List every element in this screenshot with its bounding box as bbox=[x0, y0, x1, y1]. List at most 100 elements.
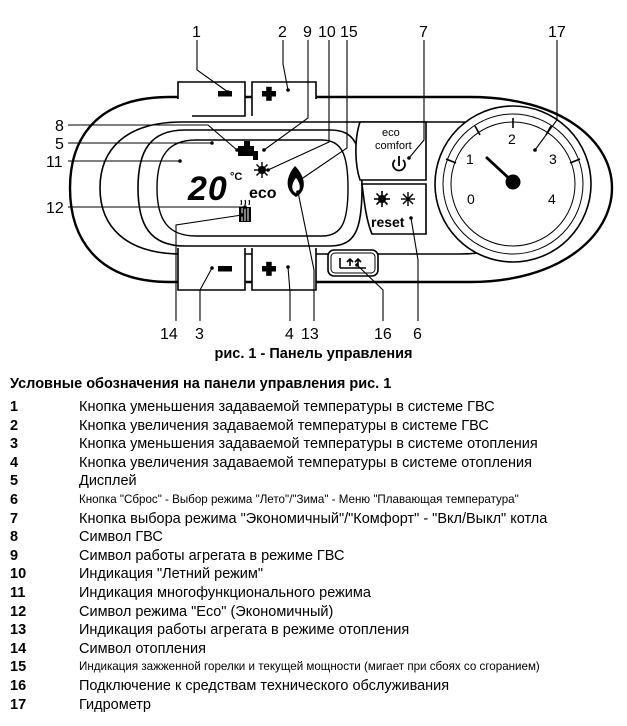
legend-text: Индикация многофункционального режима bbox=[79, 584, 371, 601]
callout-14: 14 bbox=[160, 326, 178, 343]
legend-number: 8 bbox=[10, 529, 19, 546]
legend-item: 14 Символ отопления bbox=[10, 640, 620, 659]
gauge-label-0: 0 bbox=[467, 191, 475, 207]
callout-6: 6 bbox=[413, 326, 422, 343]
legend-number: 2 bbox=[10, 417, 19, 434]
tap-icon bbox=[238, 141, 258, 160]
sun-icon bbox=[374, 191, 390, 207]
eco-comfort-button[interactable]: eco comfort bbox=[355, 121, 427, 181]
flame-icon bbox=[287, 166, 304, 197]
legend-item: 8 Символ ГВС bbox=[10, 528, 620, 547]
legend-item: 15 Индикация зажженной горелки и текущей … bbox=[10, 658, 620, 677]
minus-icon bbox=[218, 266, 232, 272]
dhw-minus-button[interactable] bbox=[177, 81, 246, 117]
callout-9: 9 bbox=[303, 24, 312, 41]
reset-button[interactable]: reset bbox=[361, 183, 427, 235]
legend-text: Символ ГВС bbox=[79, 529, 163, 546]
callout-7: 7 bbox=[419, 24, 428, 41]
legend-text: Кнопка выбора режима "Экономичный"/"Комф… bbox=[79, 510, 548, 527]
legend-item: 11 Индикация многофункционального режима bbox=[10, 584, 620, 603]
legend-text: Индикация зажженной горелки и текущей мо… bbox=[79, 660, 540, 674]
legend-text: Кнопка уменьшения задаваемой температуры… bbox=[79, 399, 495, 415]
legend-text: Гидрометр bbox=[79, 696, 151, 713]
legend-number: 15 bbox=[10, 659, 27, 676]
minus-icon bbox=[218, 91, 232, 97]
hydrometer: 0 1 2 3 4 bbox=[434, 105, 592, 263]
reset-label: reset bbox=[371, 214, 405, 230]
display-eco: eco bbox=[249, 185, 277, 202]
service-connector-icon bbox=[339, 257, 366, 269]
callout-13: 13 bbox=[301, 326, 319, 343]
gauge-label-2: 2 bbox=[508, 131, 516, 147]
legend-number: 17 bbox=[10, 696, 27, 713]
legend-title: Условные обозначения на панели управлени… bbox=[10, 376, 392, 392]
callout-1: 1 bbox=[192, 24, 201, 41]
power-icon bbox=[392, 156, 406, 172]
callout-3: 3 bbox=[195, 326, 204, 343]
legend-text: Дисплей bbox=[79, 473, 137, 490]
legend-number: 5 bbox=[10, 473, 19, 490]
display-screen bbox=[156, 139, 349, 237]
legend-number: 14 bbox=[10, 640, 27, 657]
heating-plus-button[interactable] bbox=[251, 248, 317, 291]
control-panel-figure: eco comfort reset bbox=[46, 24, 614, 343]
legend-item: 13 Индикация работы агрегата в режиме ото… bbox=[10, 621, 620, 640]
dhw-plus-button[interactable] bbox=[251, 81, 317, 116]
legend-text: Индикация работы агрегата в режиме отопл… bbox=[79, 622, 410, 639]
legend-text: Индикация "Летний режим" bbox=[79, 566, 264, 583]
display-unit: °C bbox=[230, 171, 242, 183]
legend-item: 10 Индикация "Летний режим" bbox=[10, 565, 620, 584]
legend-number: 1 bbox=[10, 399, 19, 415]
comfort-button-label: comfort bbox=[375, 140, 412, 152]
legend-item: 5 Дисплей bbox=[10, 472, 620, 491]
callout-11: 11 bbox=[46, 154, 63, 171]
legend-item: 16 Подключение к средствам технического о… bbox=[10, 677, 620, 696]
legend-number: 16 bbox=[10, 677, 27, 694]
callout-2: 2 bbox=[278, 24, 287, 41]
legend-item: 2 Кнопка увеличения задаваемой температур… bbox=[10, 417, 620, 436]
legend-text: Кнопка увеличения задаваемой температуры… bbox=[79, 454, 532, 471]
eco-button-label: eco bbox=[382, 127, 400, 139]
legend-number: 7 bbox=[10, 510, 19, 527]
display-temperature: 20 bbox=[187, 170, 228, 208]
legend-text: Кнопка уменьшения задаваемой температуры… bbox=[79, 436, 538, 453]
legend-number: 13 bbox=[10, 622, 27, 639]
legend-item: 1 Кнопка уменьшения задаваемой температур… bbox=[10, 398, 620, 417]
callout-16: 16 bbox=[374, 326, 392, 343]
legend-item: 7 Кнопка выбора режима "Экономичный"/"Ком… bbox=[10, 510, 620, 529]
legend-number: 4 bbox=[10, 454, 19, 471]
legend-item: 9 Символ работы агрегата в режиме ГВС bbox=[10, 547, 620, 566]
legend-text: Символ работы агрегата в режиме ГВС bbox=[79, 547, 345, 564]
callout-15: 15 bbox=[340, 24, 358, 41]
legend-text: Символ режима "Eco" (Экономичный) bbox=[79, 603, 334, 620]
callout-17: 17 bbox=[548, 24, 566, 41]
figure-caption: рис. 1 - Панель управления bbox=[214, 346, 413, 362]
gauge-label-4: 4 bbox=[548, 191, 556, 207]
legend-item: 6 Кнопка "Сброс" - Выбор режима "Лето"/"З… bbox=[10, 491, 620, 510]
leader-dots bbox=[178, 88, 537, 270]
service-connector[interactable] bbox=[327, 249, 379, 277]
legend-number: 9 bbox=[10, 547, 19, 564]
gauge-label-3: 3 bbox=[549, 151, 557, 167]
legend-text: Подключение к средствам технического обс… bbox=[79, 677, 450, 694]
gauge-hub bbox=[505, 174, 521, 190]
legend-item: 4 Кнопка увеличения задаваемой температур… bbox=[10, 454, 620, 473]
callout-10: 10 bbox=[318, 24, 336, 41]
legend-number: 6 bbox=[10, 491, 19, 508]
legend-text: Символ отопления bbox=[79, 640, 206, 657]
callout-numbers: 1 2 9 10 15 7 17 8 5 11 12 14 3 4 13 16 … bbox=[46, 24, 566, 343]
callout-12: 12 bbox=[46, 200, 64, 217]
legend-item: 17 Гидрометр bbox=[10, 696, 620, 715]
snowflake-icon bbox=[401, 192, 415, 206]
legend-text: Кнопка увеличения задаваемой температуры… bbox=[79, 417, 489, 434]
callout-8: 8 bbox=[55, 118, 64, 135]
callout-4: 4 bbox=[285, 326, 294, 343]
callout-leader-lines bbox=[68, 40, 558, 321]
gauge-label-1: 1 bbox=[466, 151, 474, 167]
legend-number: 11 bbox=[10, 584, 26, 601]
legend-number: 10 bbox=[10, 566, 27, 583]
legend-text: Кнопка "Сброс" - Выбор режима "Лето"/"Зи… bbox=[79, 492, 519, 506]
